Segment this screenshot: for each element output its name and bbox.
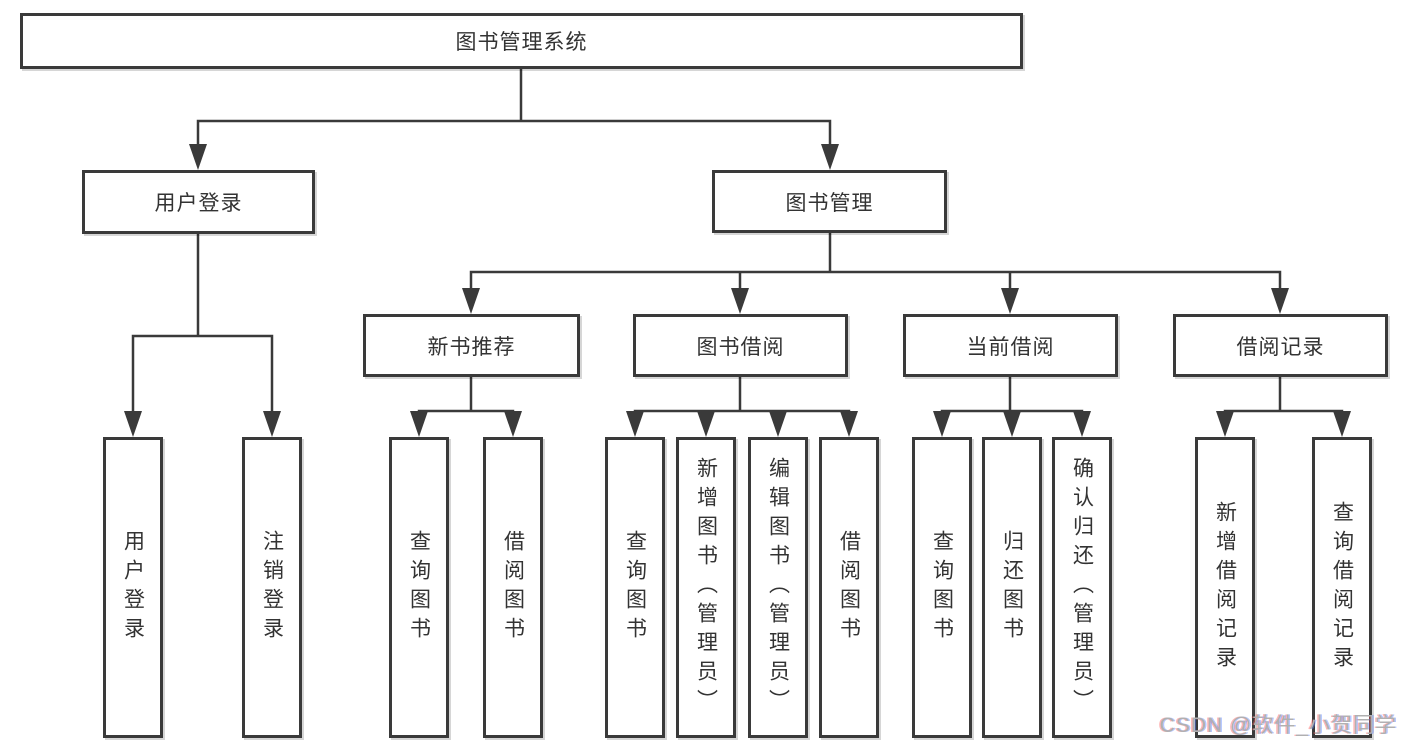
- node-label: 查询图书: [623, 529, 647, 646]
- leaf-return-books: 归还图书: [982, 437, 1042, 738]
- node-label: 注销登录: [260, 529, 284, 646]
- leaf-add-borrow-record: 新增借阅记录: [1195, 437, 1255, 738]
- leaf-add-book-admin: 新增图书（管理员）: [676, 437, 736, 738]
- connector-userlogin-to-leaves: [131, 232, 274, 414]
- node-label: 新书推荐: [427, 335, 516, 359]
- leaf-logout: 注销登录: [242, 437, 302, 738]
- arrowhead: [1003, 411, 1021, 437]
- node-label: 确认归还（管理员）: [1070, 457, 1094, 718]
- connector-currentborrow-to-leaves: [940, 375, 1084, 413]
- csdn-watermark: CSDN @软件_小贺同学: [1159, 714, 1397, 737]
- leaf-edit-book-admin: 编辑图书（管理员）: [748, 437, 808, 738]
- node-current-borrow: 当前借阅: [903, 314, 1118, 377]
- connector-root-to-level2: [196, 67, 832, 147]
- node-book-borrow: 图书借阅: [633, 314, 848, 377]
- arrowhead: [626, 411, 644, 437]
- leaf-user-login: 用户登录: [103, 437, 163, 738]
- arrowhead: [124, 411, 142, 437]
- connector-bookborrow-to-leaves: [633, 375, 851, 413]
- node-label: 查询图书: [930, 529, 954, 646]
- node-label: 当前借阅: [966, 335, 1055, 359]
- arrowhead: [410, 411, 428, 437]
- arrowhead: [504, 411, 522, 437]
- node-borrow-records: 借阅记录: [1173, 314, 1388, 377]
- node-label: 编辑图书（管理员）: [766, 457, 790, 718]
- node-label: 归还图书: [1000, 529, 1024, 646]
- node-label: 图书借阅: [696, 335, 785, 359]
- connector-newbooks-to-leaves: [417, 375, 515, 413]
- arrowhead: [189, 144, 207, 170]
- connector-bookmgmt-to-level3: [469, 231, 1282, 291]
- leaf-query-books-newbooks: 查询图书: [389, 437, 449, 738]
- node-label: 借阅图书: [837, 529, 861, 646]
- node-label: 查询借阅记录: [1330, 500, 1354, 675]
- arrowheads: [124, 144, 1351, 437]
- node-label: 查询图书: [407, 529, 431, 646]
- leaf-query-books-current: 查询图书: [912, 437, 972, 738]
- arrowhead: [840, 411, 858, 437]
- arrowhead: [1073, 411, 1091, 437]
- leaf-borrow-books: 借阅图书: [819, 437, 879, 738]
- leaf-query-borrow-record: 查询借阅记录: [1312, 437, 1372, 738]
- arrowhead: [1001, 288, 1019, 314]
- arrowhead: [731, 288, 749, 314]
- node-root-system: 图书管理系统: [20, 13, 1023, 69]
- arrowhead: [821, 144, 839, 170]
- node-new-book-recommend: 新书推荐: [363, 314, 580, 377]
- arrowhead: [1333, 411, 1351, 437]
- node-label: 借阅图书: [501, 529, 525, 646]
- node-label: 用户登录: [121, 529, 145, 646]
- node-label: 图书管理系统: [455, 31, 588, 54]
- connector-borrowrecords-to-leaves: [1223, 375, 1344, 413]
- arrowhead: [462, 288, 480, 314]
- node-label: 用户登录: [154, 192, 243, 215]
- arrowhead: [263, 411, 281, 437]
- leaf-confirm-return-admin: 确认归还（管理员）: [1052, 437, 1112, 738]
- node-label: 借阅记录: [1236, 335, 1325, 359]
- leaf-borrow-books-newbooks: 借阅图书: [483, 437, 543, 738]
- arrowhead: [933, 411, 951, 437]
- arrowhead: [1216, 411, 1234, 437]
- arrowhead: [697, 411, 715, 437]
- arrowhead: [1271, 288, 1289, 314]
- node-label: 新增借阅记录: [1213, 500, 1237, 675]
- node-label: 新增图书（管理员）: [694, 457, 718, 718]
- node-label: 图书管理: [785, 191, 874, 215]
- arrowhead: [769, 411, 787, 437]
- node-book-management: 图书管理: [712, 170, 947, 233]
- leaf-query-books-borrow: 查询图书: [605, 437, 665, 738]
- node-user-login: 用户登录: [82, 170, 315, 234]
